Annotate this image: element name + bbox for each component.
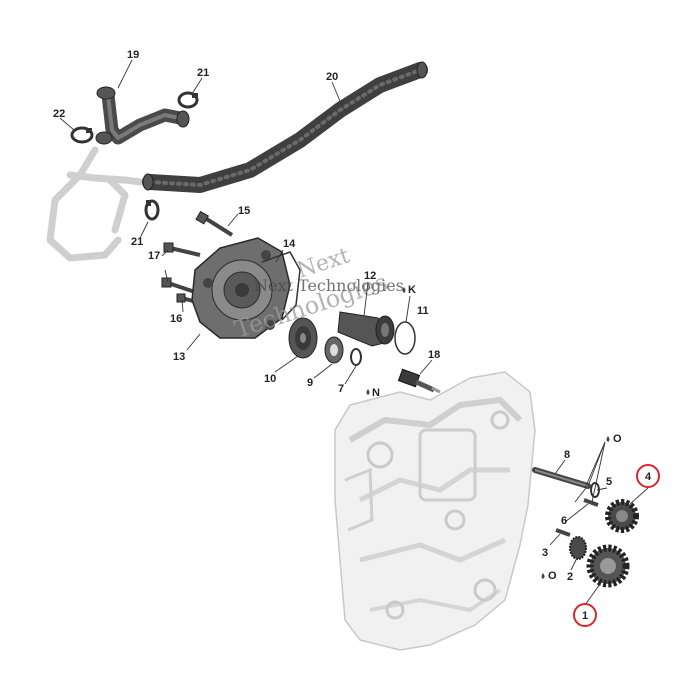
callout-17: 17 xyxy=(148,250,160,262)
seal-9 xyxy=(324,336,344,364)
callout-13: 13 xyxy=(173,351,185,363)
callout-15: 15 xyxy=(238,205,250,217)
screw-15 xyxy=(195,210,234,237)
callout-4: 4 xyxy=(645,471,652,483)
gear-4 xyxy=(605,499,639,533)
callout-11: 11 xyxy=(417,305,429,317)
o-ring-11 xyxy=(394,321,416,355)
gear-2 xyxy=(569,536,587,560)
pin-3 xyxy=(555,528,571,537)
callout-o-bottom: O xyxy=(548,570,557,582)
temperature-sensor xyxy=(397,368,441,394)
callout-k: K xyxy=(408,284,416,296)
callout-2: 2 xyxy=(567,571,573,583)
callout-18: 18 xyxy=(428,349,440,361)
callout-o-top: O xyxy=(613,433,622,445)
screw-17b xyxy=(161,277,196,294)
callout-1: 1 xyxy=(582,610,588,622)
screw-17a xyxy=(163,242,201,257)
water-pump-housing xyxy=(191,237,291,339)
gear-1 xyxy=(586,544,630,588)
callout-7: 7 xyxy=(338,383,344,395)
engine-block-ghost xyxy=(334,371,536,651)
callout-12: 12 xyxy=(364,270,376,282)
callout-22: 22 xyxy=(53,108,65,120)
callout-21-top: 21 xyxy=(197,67,209,79)
callouts: 19 21 22 20 15 21 14 17 12 K 11 16 13 18… xyxy=(53,49,622,583)
pin-6 xyxy=(583,498,599,507)
watermark-line-3: Next Technologies xyxy=(254,276,404,295)
highlighted-callout-1[interactable]: 1 xyxy=(573,603,597,627)
callout-16: 16 xyxy=(170,313,182,325)
callout-n: N xyxy=(372,387,380,399)
gasket-14 xyxy=(261,251,301,321)
highlighted-callout-4[interactable]: 4 xyxy=(636,464,660,488)
hose-long xyxy=(142,61,428,193)
callout-21-mid: 21 xyxy=(131,236,143,248)
callout-19: 19 xyxy=(127,49,139,61)
callout-6: 6 xyxy=(561,515,567,527)
callout-9: 9 xyxy=(307,377,313,389)
pump-shaft xyxy=(337,311,395,347)
o-ring-7 xyxy=(350,348,362,366)
hose-clamp-21-mid xyxy=(144,199,160,221)
callout-14: 14 xyxy=(283,238,296,250)
hose-clamp-22 xyxy=(70,126,94,144)
ghost-hose-outline xyxy=(46,146,144,262)
callout-5: 5 xyxy=(606,476,612,488)
lubricant-symbols xyxy=(366,287,610,579)
leader-lines xyxy=(59,59,649,606)
callout-8: 8 xyxy=(564,449,570,461)
impeller xyxy=(288,317,318,359)
hose-clamp-21-top xyxy=(177,91,199,109)
hose-elbow xyxy=(95,86,190,145)
shaft-8 xyxy=(532,467,591,489)
callout-3: 3 xyxy=(542,547,548,559)
callout-20: 20 xyxy=(326,71,338,83)
callout-10: 10 xyxy=(264,373,276,385)
